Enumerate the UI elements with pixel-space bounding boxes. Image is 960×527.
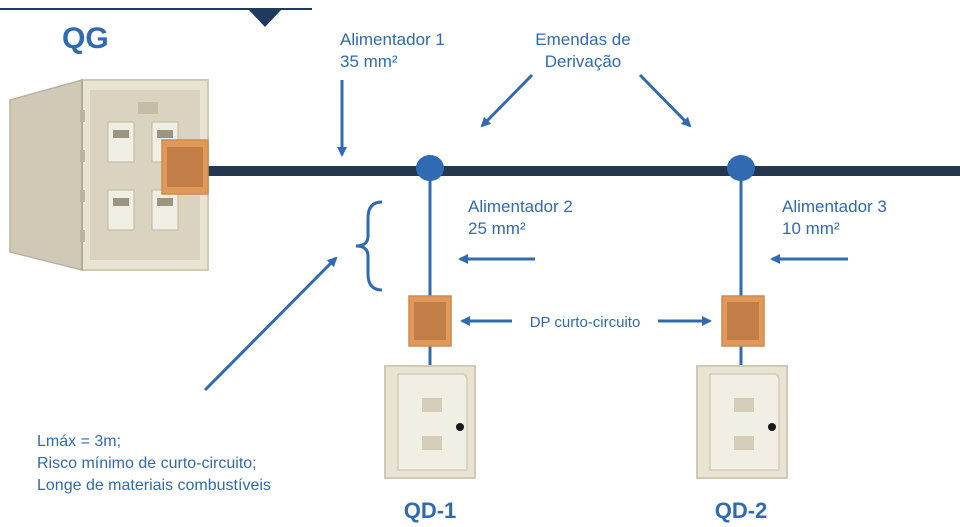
splice-annotation: Emendas de Derivação	[480, 30, 692, 128]
breaker-b2-switch	[157, 198, 173, 206]
breaker-a1	[107, 121, 135, 163]
header-triangle	[248, 9, 282, 27]
dp-label: DP curto-circuito	[530, 314, 641, 331]
qd2-door	[709, 373, 780, 471]
qd1-dp-inner	[414, 302, 446, 340]
qd2-breaker-2	[734, 436, 754, 450]
qd1-door	[397, 373, 468, 471]
qg-label: QG	[62, 22, 109, 55]
branch-qd2	[721, 155, 765, 366]
feeder1-annotation: Alimentador 1 35 mm²	[337, 30, 445, 157]
note-line-3: Longe de materiais combustíveis	[37, 477, 271, 494]
branch-qd1	[408, 155, 452, 366]
qd2-panel	[696, 365, 788, 479]
qg-protection-device	[161, 139, 209, 195]
feeder3-line2: 10 mm²	[782, 219, 840, 238]
splice-joint-1	[416, 155, 444, 181]
splice-line1: Emendas de	[535, 30, 630, 49]
feeder3-annotation: Alimentador 3 10 mm²	[770, 197, 887, 264]
qg-dp-inner	[167, 147, 203, 187]
brace-icon	[355, 200, 383, 292]
notes: Lmáx = 3m; Risco mínimo de curto-circuit…	[37, 433, 271, 494]
hinge-3	[80, 190, 85, 202]
qg-panel	[9, 79, 209, 271]
hinge-2	[80, 150, 85, 162]
note-line-2: Risco mínimo de curto-circuito;	[37, 455, 257, 472]
note-line-1: Lmáx = 3m;	[37, 433, 121, 450]
splice-line2: Derivação	[545, 52, 622, 71]
qd1-label: QD-1	[404, 498, 457, 523]
feeder1-line2: 35 mm²	[340, 52, 398, 71]
qd1-breaker-1	[422, 398, 442, 412]
qd2-lock	[768, 423, 776, 431]
qd1-lock	[456, 423, 464, 431]
qd1-panel	[384, 365, 476, 479]
main-feeder-cable	[200, 166, 960, 176]
breaker-b1-switch	[157, 130, 173, 138]
qg-door	[9, 79, 83, 271]
splice-arrow-left	[480, 73, 534, 128]
distance-annotation	[203, 200, 383, 392]
breaker-a1-switch	[113, 130, 129, 138]
breaker-a2-switch	[113, 198, 129, 206]
breaker-a2	[107, 189, 135, 231]
hinge-1	[80, 110, 85, 122]
hinge-4	[80, 230, 85, 242]
note-arrow	[203, 256, 338, 392]
header-decoration	[0, 8, 312, 27]
feeder2-line1: Alimentador 2	[468, 197, 573, 216]
qd2-label: QD-2	[715, 498, 768, 523]
feeder2-line2: 25 mm²	[468, 219, 526, 238]
feeder1-line1: Alimentador 1	[340, 30, 445, 49]
dp-annotation: DP curto-circuito	[460, 314, 712, 331]
splice-arrow-right	[638, 73, 692, 128]
qd2-dp-inner	[727, 302, 759, 340]
feeder2-annotation: Alimentador 2 25 mm²	[458, 197, 573, 264]
qg-label-plate	[138, 102, 158, 114]
breaker-b2	[151, 189, 179, 231]
qd2-breaker-1	[734, 398, 754, 412]
feeder3-line1: Alimentador 3	[782, 197, 887, 216]
splice-joint-2	[727, 155, 755, 181]
qd1-breaker-2	[422, 436, 442, 450]
